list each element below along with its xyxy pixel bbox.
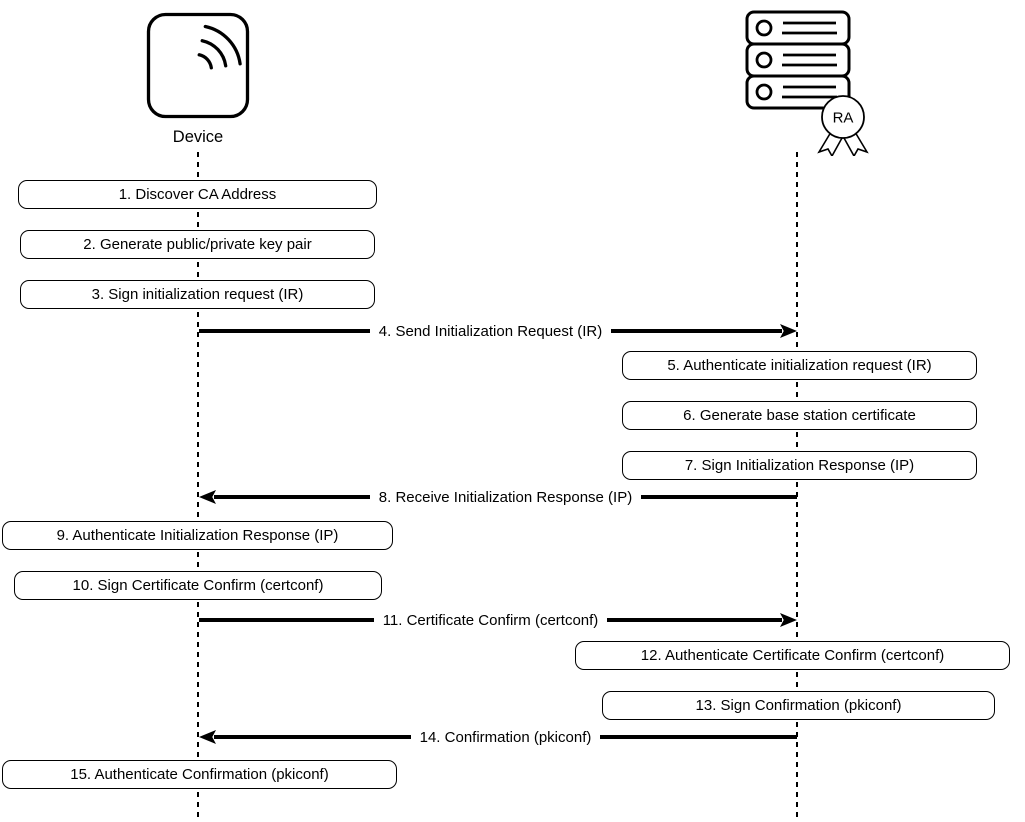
ra-certificate-badge: RA — [817, 95, 869, 156]
arrow-line-segment — [214, 735, 411, 739]
step-box-2: 2. Generate public/private key pair — [20, 230, 375, 259]
arrow-line-segment — [600, 735, 797, 739]
badge-circle — [821, 95, 865, 139]
message-arrow-label: 8. Receive Initialization Response (IP) — [378, 488, 633, 506]
arrowhead-right-icon — [780, 613, 797, 627]
arrow-line-segment — [641, 495, 797, 499]
arrow-line-segment — [611, 329, 783, 333]
arrowhead-right-icon — [780, 324, 798, 338]
device-body — [146, 12, 250, 119]
server-units — [745, 10, 851, 110]
arrow-line-segment — [199, 329, 370, 333]
step-box-1: 1. Discover CA Address — [18, 180, 377, 209]
arrow-line-segment — [214, 495, 370, 499]
message-arrow-4: 4. Send Initialization Request (IR) — [199, 317, 798, 345]
step-box-6: 6. Generate base station certificate — [622, 401, 977, 430]
step-box-7: 7. Sign Initialization Response (IP) — [622, 451, 977, 480]
message-arrow-label: 14. Confirmation (pkiconf) — [419, 728, 592, 746]
message-arrow-14: 14. Confirmation (pkiconf) — [199, 723, 797, 751]
message-arrow-label: 4. Send Initialization Request (IR) — [378, 322, 603, 340]
device-lifeline — [197, 152, 199, 822]
wireless-device-icon — [146, 12, 250, 119]
step-box-3: 3. Sign initialization request (IR) — [20, 280, 375, 309]
message-arrow-8: 8. Receive Initialization Response (IP) — [199, 483, 797, 511]
step-box-10: 10. Sign Certificate Confirm (certconf) — [14, 571, 382, 600]
message-arrow-11: 11. Certificate Confirm (certconf) — [199, 606, 797, 634]
step-box-5: 5. Authenticate initialization request (… — [622, 351, 977, 380]
arrow-line-segment — [199, 618, 374, 622]
step-box-13: 13. Sign Confirmation (pkiconf) — [602, 691, 995, 720]
step-box-9: 9. Authenticate Initialization Response … — [2, 521, 393, 550]
step-box-12: 12. Authenticate Certificate Confirm (ce… — [575, 641, 1010, 670]
arrow-line-segment — [607, 618, 782, 622]
actor-device-label: Device — [172, 128, 224, 146]
ra-badge-label: RA — [833, 110, 854, 127]
server-stack-icon: RA — [745, 10, 869, 156]
step-box-15: 15. Authenticate Confirmation (pkiconf) — [2, 760, 397, 789]
message-arrow-label: 11. Certificate Confirm (certconf) — [382, 611, 599, 629]
ra-lifeline — [796, 152, 798, 822]
wireless-waves — [197, 24, 242, 70]
